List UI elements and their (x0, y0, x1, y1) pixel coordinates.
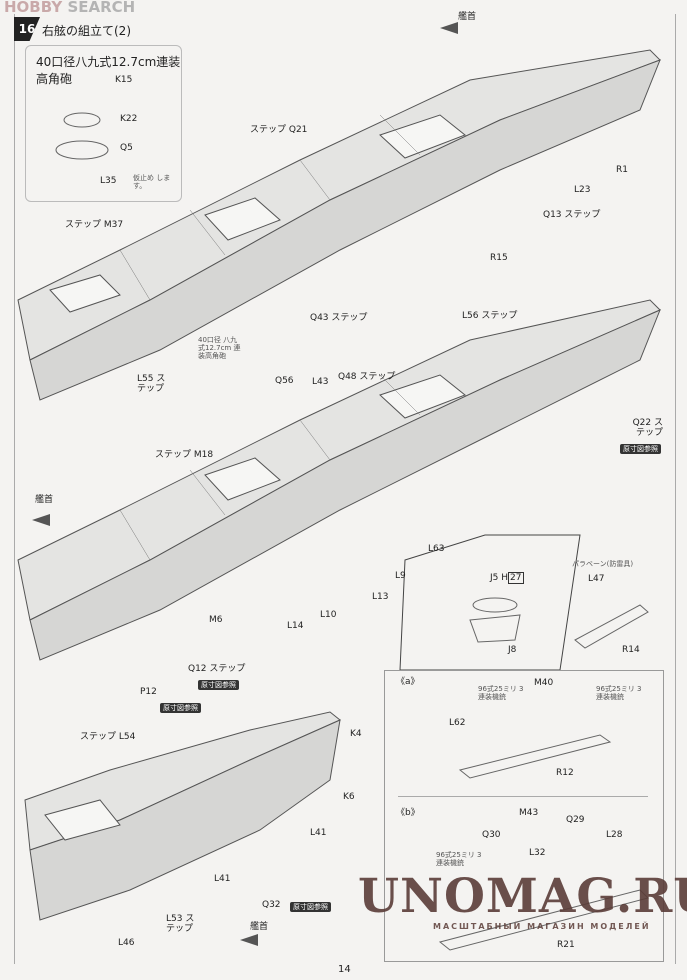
hull-view-1-side (29, 59, 661, 401)
boat-base-j8 (469, 614, 521, 643)
part-label: L55 ステップ (137, 374, 166, 395)
part-label: Q22 ステップ (632, 418, 663, 439)
part-label: L35 (100, 176, 117, 186)
elevator-6 (44, 799, 121, 841)
gun-mount-k22 (63, 112, 101, 128)
part-label: L43 (312, 377, 329, 387)
part-h: H (501, 573, 509, 583)
sub-b-label: 《b》 (396, 808, 420, 818)
part-label: Q29 (566, 815, 585, 825)
sub-assembly-panel (384, 670, 664, 962)
bow-label: 艦首 (250, 922, 269, 932)
gun-note: 96式25ミリ 3連装機銃 (596, 685, 642, 702)
logo-text-hobby: HOBBY (4, 0, 63, 16)
sub-a-label: 《a》 (396, 677, 420, 687)
rail-r21 (438, 889, 649, 951)
part-label: ステップ L54 (80, 732, 136, 742)
bow-arrow-1 (440, 22, 458, 34)
elevator-3 (49, 274, 121, 313)
part-label: Q48 ステップ (338, 372, 396, 382)
hobby-search-logo: HOBBY SEARCH (4, 0, 135, 15)
part-label: L32 (529, 848, 546, 858)
inset-title-line1: 40口径八九式12.7cm連装 (36, 55, 181, 69)
inset-gun-panel (25, 45, 182, 202)
part-label: R1 (616, 165, 628, 175)
part-label: L14 (287, 621, 304, 631)
part-label: Q5 (120, 143, 133, 153)
part-label: M43 (519, 808, 539, 818)
part-label: R12 (556, 768, 574, 778)
paravane-r14 (574, 604, 649, 649)
part-label: L9 (395, 571, 406, 581)
bow-arrow-3 (240, 934, 258, 946)
part-label: Q32 (262, 900, 281, 910)
part-label: L28 (606, 830, 623, 840)
gun-note: 96式25ミリ 3連装機銃 (478, 685, 524, 702)
part-label: L47 (588, 574, 605, 584)
part-label: Q56 (275, 376, 294, 386)
inset-title-line2: 高角砲 (36, 72, 73, 86)
elevator-5 (204, 457, 281, 501)
full-scale-ref-badge: 原寸図参照 (198, 680, 239, 691)
boat-detail-panel (399, 534, 581, 671)
part-label: ステップ M18 (155, 450, 214, 460)
part-label: R15 (490, 253, 508, 263)
part-label: K4 (350, 729, 362, 739)
paravane-title: パラベーン(防雷具) (572, 560, 634, 568)
full-scale-ref-badge: 原寸図参照 (620, 444, 661, 455)
part-j5: J5 (490, 573, 499, 583)
part-label: R21 (557, 940, 575, 950)
part-h-number: 27 (508, 572, 524, 584)
part-label: P12 (140, 687, 157, 697)
part-label: K6 (343, 792, 355, 802)
gun-base-q5 (55, 140, 109, 160)
watermark-subtitle: МАСШТАБНЫЙ МАГАЗИН МОДЕЛЕЙ (433, 922, 651, 931)
part-label: L10 (320, 610, 337, 620)
rail-r12 (458, 734, 612, 779)
part-label: L41 (214, 874, 231, 884)
part-label: ステップ M37 (65, 220, 124, 230)
part-label: K22 (120, 114, 138, 124)
part-label: L23 (574, 185, 591, 195)
gun-note: 40口径 八九式12.7cm 連装高角砲 (198, 336, 241, 361)
part-label: L13 (372, 592, 389, 602)
full-scale-ref-badge: 原寸図参照 (290, 902, 331, 913)
part-label: Q30 (482, 830, 501, 840)
part-label: L46 (118, 938, 135, 948)
boat-j5 (472, 597, 518, 613)
sub-assembly-divider (398, 796, 648, 797)
part-label: K15 (115, 75, 133, 85)
part-label: L56 ステップ (462, 311, 518, 321)
elevator-1 (379, 114, 466, 159)
part-label: L41 (310, 828, 327, 838)
bow-label: 艦首 (35, 495, 54, 505)
part-label: L53 ステップ (166, 914, 195, 935)
part-label: J8 (508, 645, 517, 655)
elevator-2 (204, 197, 281, 241)
inset-title: 40口径八九式12.7cm連装高角砲 (36, 53, 180, 87)
full-scale-ref-badge: 原寸図参照 (160, 703, 201, 714)
part-label: Q13 ステップ (543, 210, 601, 220)
part-label: M6 (209, 615, 223, 625)
watermark-unomag: UNOMAG.RU (358, 869, 687, 924)
part-label: ステップ Q21 (250, 125, 308, 135)
warning-note: 仮止め します。 (133, 174, 171, 191)
part-label: Q43 ステップ (310, 313, 368, 323)
part-label: R14 (622, 645, 640, 655)
part-label: L63 (428, 544, 445, 554)
bow-arrow-2 (32, 514, 50, 526)
part-label: M40 (534, 678, 554, 688)
hull-view-2-side (29, 309, 661, 661)
bow-label: 艦首 (458, 12, 477, 22)
hull-view-3-side (29, 719, 341, 921)
elevator-4 (379, 374, 466, 419)
part-label: L62 (449, 718, 466, 728)
step-title: 右舷の組立て(2) (42, 24, 131, 38)
page-number: 14 (338, 964, 351, 975)
logo-text-search: SEARCH (67, 0, 136, 16)
gun-note: 96式25ミリ 3連装機銃 (436, 851, 482, 868)
page-frame (14, 14, 676, 964)
part-label: Q12 ステップ (188, 664, 246, 674)
